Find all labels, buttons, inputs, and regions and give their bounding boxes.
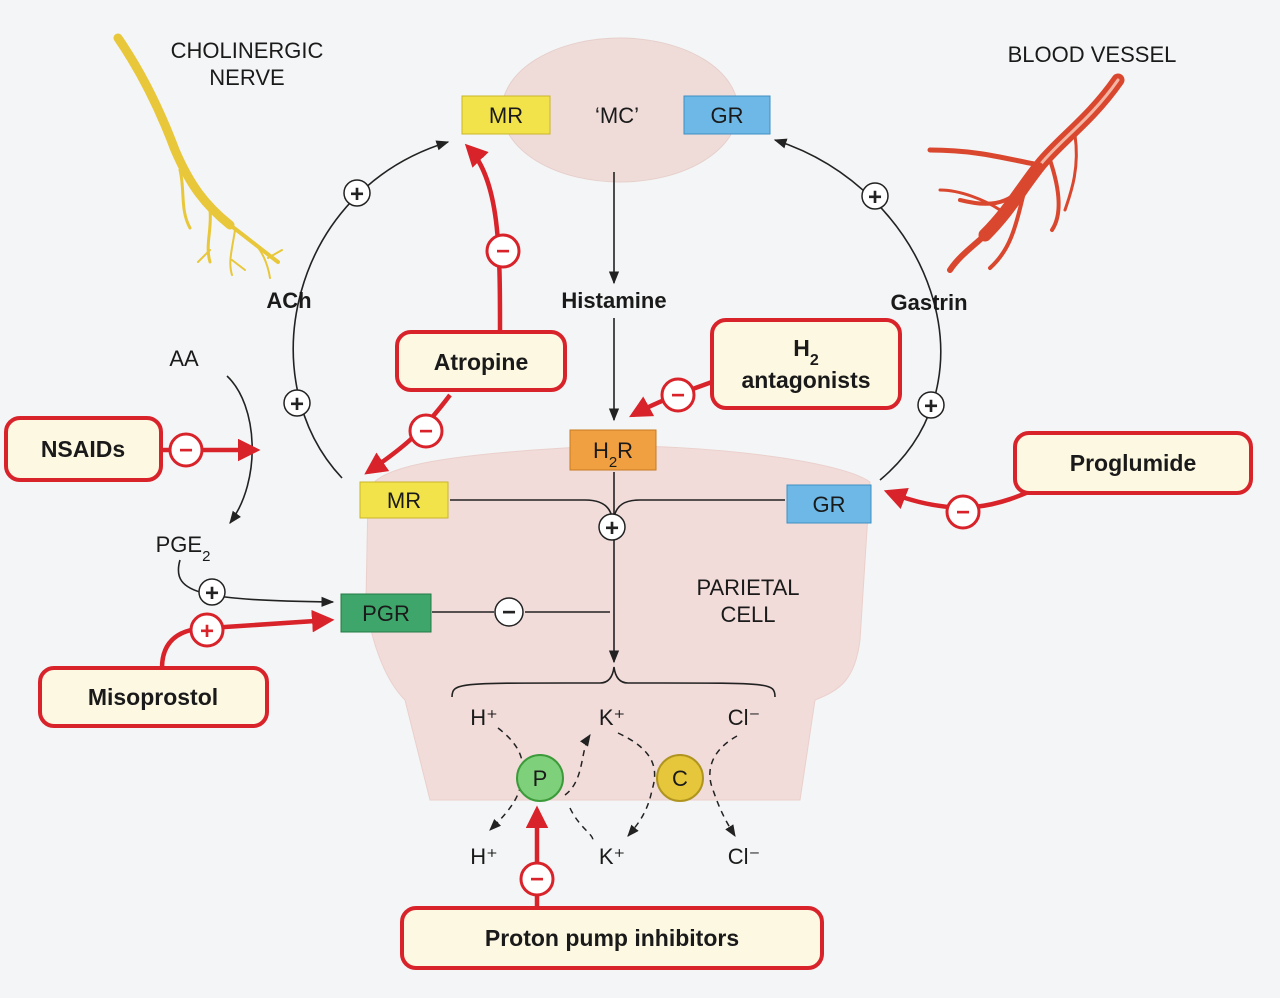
svg-text:+: + [605, 515, 619, 542]
h-ion-inside: H⁺ [470, 705, 498, 730]
minus-proglumide: − [945, 494, 981, 530]
drug-sign-marks: − − − − − + − [168, 233, 981, 897]
svg-text:MR: MR [387, 488, 421, 513]
stimulation-marks: + + + + + + − [198, 179, 945, 627]
cl-ion-outside: Cl⁻ [728, 844, 760, 869]
plus-gastrin-gr: + [917, 391, 945, 420]
plus-convergence: + [598, 513, 626, 542]
k-ion-outside: K⁺ [599, 844, 625, 869]
drug-box-misoprostol: Misoprostol [38, 666, 269, 728]
drug-box-atropine: Atropine [395, 330, 567, 392]
svg-text:+: + [350, 181, 364, 208]
h-ion-outside: H⁺ [470, 844, 498, 869]
svg-text:H2R: H2R [593, 438, 633, 471]
svg-text:Misoprostol: Misoprostol [88, 684, 218, 710]
svg-text:antagonists: antagonists [741, 367, 870, 393]
svg-text:+: + [290, 391, 304, 418]
blood-vessel-label: BLOOD VESSEL [1008, 42, 1177, 67]
plus-gastrin-mc: + [861, 182, 889, 211]
svg-text:GR: GR [711, 103, 744, 128]
parietal-cell-label: PARIETAL [696, 575, 799, 600]
aa-label: AA [169, 346, 199, 371]
svg-text:+: + [868, 184, 882, 211]
svg-text:NSAIDs: NSAIDs [41, 436, 125, 462]
gastrin-label: Gastrin [890, 290, 967, 315]
plus-ach-mr: + [283, 389, 311, 418]
drug-box-proglumide: Proglumide [1013, 431, 1253, 495]
svg-text:+: + [924, 393, 938, 420]
svg-text:Proton pump inhibitors: Proton pump inhibitors [485, 925, 739, 951]
svg-text:P: P [533, 766, 548, 791]
mast-cell-label: ‘MC’ [595, 103, 639, 128]
svg-text:−: − [179, 437, 193, 464]
parietal-cell-label-2: CELL [720, 602, 775, 627]
svg-text:H2: H2 [793, 335, 819, 369]
receptor-mc-gr: GR [683, 95, 771, 135]
svg-text:PGR: PGR [362, 601, 410, 626]
svg-text:−: − [502, 599, 516, 626]
k-ion-inside: K⁺ [599, 705, 625, 730]
drug-box-proton-pump-inhibitors: Proton pump inhibitors [400, 906, 824, 970]
svg-text:−: − [419, 418, 433, 445]
svg-text:−: − [496, 238, 510, 265]
svg-text:C: C [672, 766, 688, 791]
receptor-pgr: PGR [340, 593, 432, 633]
ach-label: ACh [266, 288, 311, 313]
svg-text:−: − [956, 499, 970, 526]
minus-pgr: − [494, 597, 524, 627]
plus-misoprostol: + [189, 612, 225, 648]
cl-ion-inside: Cl⁻ [728, 705, 760, 730]
histamine-label: Histamine [561, 288, 666, 313]
svg-text:+: + [205, 580, 219, 607]
blood-vessel-illustration [927, 73, 1125, 273]
drug-box-h2-antagonists: H2 antagonists [710, 318, 902, 410]
svg-text:MR: MR [489, 103, 523, 128]
drug-box-nsaids: NSAIDs [4, 416, 163, 482]
receptor-mc-mr: MR [461, 95, 551, 135]
parietal-cell-body [365, 445, 871, 801]
receptor-cell-gr: GR [786, 484, 872, 524]
svg-text:Proglumide: Proglumide [1070, 450, 1197, 476]
receptor-cell-mr: MR [359, 481, 449, 519]
minus-atropine-mc: − [485, 233, 521, 269]
plus-ach-mc: + [343, 179, 371, 208]
receptor-h2r: H2R [569, 429, 657, 471]
svg-text:GR: GR [813, 492, 846, 517]
minus-h2-antagonists: − [660, 377, 696, 413]
pge2-label: PGE2 [156, 532, 211, 565]
minus-nsaids: − [168, 432, 204, 468]
svg-text:+: + [200, 618, 214, 645]
plus-pge2: + [198, 578, 226, 607]
minus-ppi: − [519, 861, 555, 897]
cholinergic-nerve-label: CHOLINERGIC [171, 38, 324, 63]
svg-text:−: − [530, 866, 544, 893]
svg-text:Atropine: Atropine [434, 349, 529, 375]
svg-text:−: − [671, 382, 685, 409]
minus-atropine-mr: − [408, 413, 444, 449]
proton-pump: P [516, 754, 564, 802]
cholinergic-nerve-illustration [113, 33, 283, 279]
chloride-channel: C [656, 754, 704, 802]
cholinergic-nerve-label-2: NERVE [209, 65, 284, 90]
